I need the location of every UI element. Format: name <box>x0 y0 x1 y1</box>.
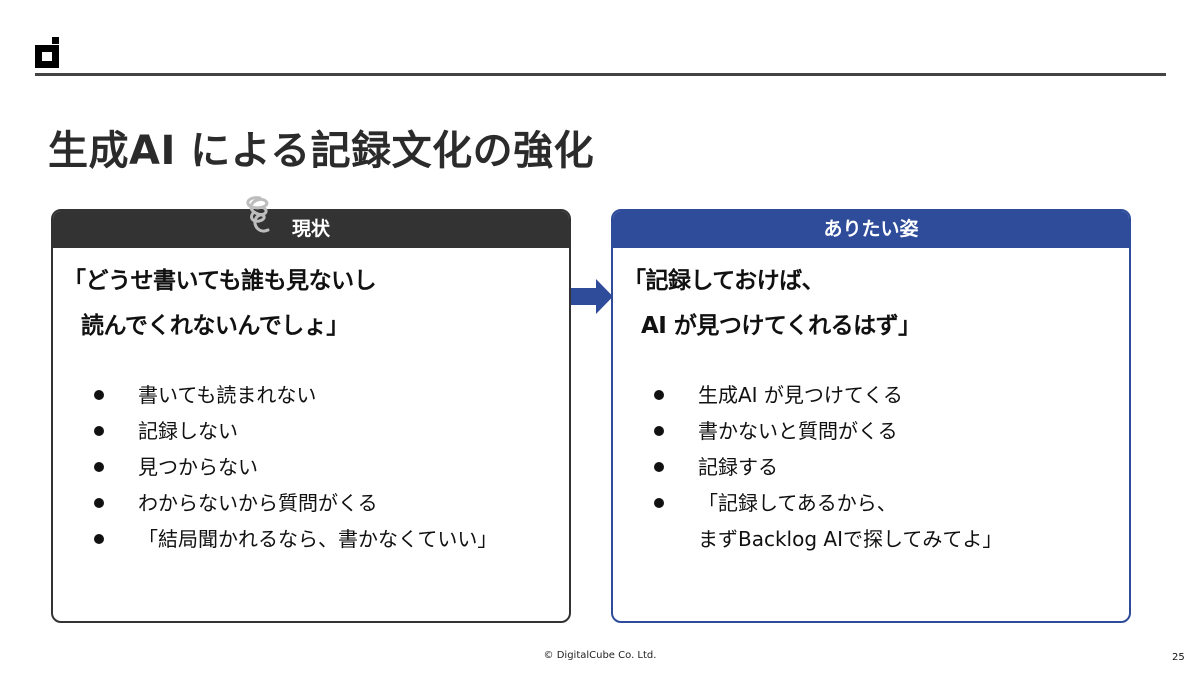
bullet-item: 「結局聞かれるなら、書かなくていい」 <box>91 521 497 557</box>
bullet-dot-icon <box>94 426 104 436</box>
bullet-item: 記録する <box>651 449 1002 485</box>
ideal-state-panel: ありたい姿 「記録しておけば、 AI が見つけてくれるはず」 生成AI が見つけ… <box>611 209 1131 623</box>
quote-line-2: 読んでくれないんでしょ」 <box>81 313 349 339</box>
quote-line-1: 「どうせ書いても誰も見ないし <box>63 268 377 294</box>
ideal-state-header: ありたい姿 <box>613 211 1129 248</box>
current-state-bullets: 書いても読まれない 記録しない 見つからない わからないから質問がくる 「結局聞… <box>91 377 497 557</box>
right-arrow-icon <box>571 279 613 314</box>
bullet-dot-icon <box>94 462 104 472</box>
ideal-state-quote: 「記録しておけば、 AI が見つけてくれるはず」 <box>623 259 921 349</box>
copyright-footer: © DigitalCube Co. Ltd. <box>543 650 657 661</box>
company-logo <box>35 37 60 69</box>
quote-line-1: 「記録しておけば、 <box>623 268 825 294</box>
tangle-icon <box>246 196 270 233</box>
bullet-item: 記録しない <box>91 413 497 449</box>
bullet-dot-icon <box>654 498 664 508</box>
bullet-dot-icon <box>94 390 104 400</box>
slide-title: 生成AI による記録文化の強化 <box>48 128 595 174</box>
bullet-dot-icon <box>654 390 664 400</box>
bullet-item: 「記録してあるから、 <box>651 485 1002 521</box>
logo-small-block <box>52 37 59 44</box>
bullet-item: 生成AI が見つけてくる <box>651 377 1002 413</box>
quote-line-2: AI が見つけてくれるはず」 <box>641 313 921 339</box>
bullet-item: 見つからない <box>91 449 497 485</box>
bullet-continuation: まずBacklog AIで探してみてよ」 <box>698 527 1003 551</box>
ideal-state-bullets: 生成AI が見つけてくる 書かないと質問がくる 記録する 「記録してあるから、 … <box>651 377 1002 557</box>
bullet-dot-icon <box>94 534 104 544</box>
header-divider <box>35 73 1166 76</box>
current-state-quote: 「どうせ書いても誰も見ないし 読んでくれないんでしょ」 <box>63 259 377 349</box>
bullet-item: 書かないと質問がくる <box>651 413 1002 449</box>
page-number: 25 <box>1172 652 1185 663</box>
bullet-item: 書いても読まれない <box>91 377 497 413</box>
current-state-header: 現状 <box>53 211 569 248</box>
bullet-dot-icon <box>654 426 664 436</box>
bullet-item: わからないから質問がくる <box>91 485 497 521</box>
bullet-dot-icon <box>94 498 104 508</box>
logo-hole <box>42 52 52 61</box>
bullet-dot-icon <box>654 462 664 472</box>
current-state-panel: 現状 「どうせ書いても誰も見ないし 読んでくれないんでしょ」 書いても読まれない… <box>51 209 571 623</box>
